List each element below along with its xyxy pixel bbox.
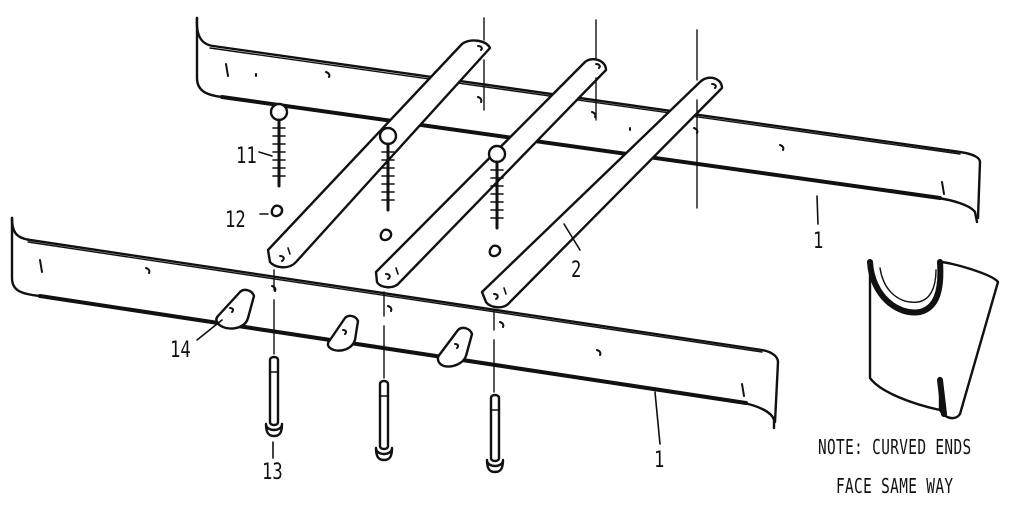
leader-lines	[196, 151, 819, 459]
callout-part-14: 14	[170, 338, 191, 363]
note-line-1: NOTE: CURVED ENDS	[818, 435, 972, 459]
note-line-2: FACE SAME WAY	[836, 474, 954, 498]
assembly-center-lines	[273, 269, 495, 393]
pads	[215, 288, 474, 368]
rear-side-rail	[195, 16, 982, 224]
callout-part-11: 11	[236, 144, 257, 169]
front-side-rail	[10, 216, 780, 430]
callout-part-1-rear: 1	[813, 229, 824, 254]
callout-part-13: 13	[262, 460, 283, 485]
callout-part-2: 2	[571, 258, 582, 283]
callout-part-12: 12	[225, 208, 246, 233]
eye-bolts	[269, 102, 507, 230]
lock-washers	[270, 204, 502, 258]
cross-braces	[266, 17, 724, 309]
carriage-bolts	[264, 355, 505, 474]
callout-part-1-front: 1	[654, 448, 665, 473]
curved-end-detail-inset	[867, 259, 1000, 420]
